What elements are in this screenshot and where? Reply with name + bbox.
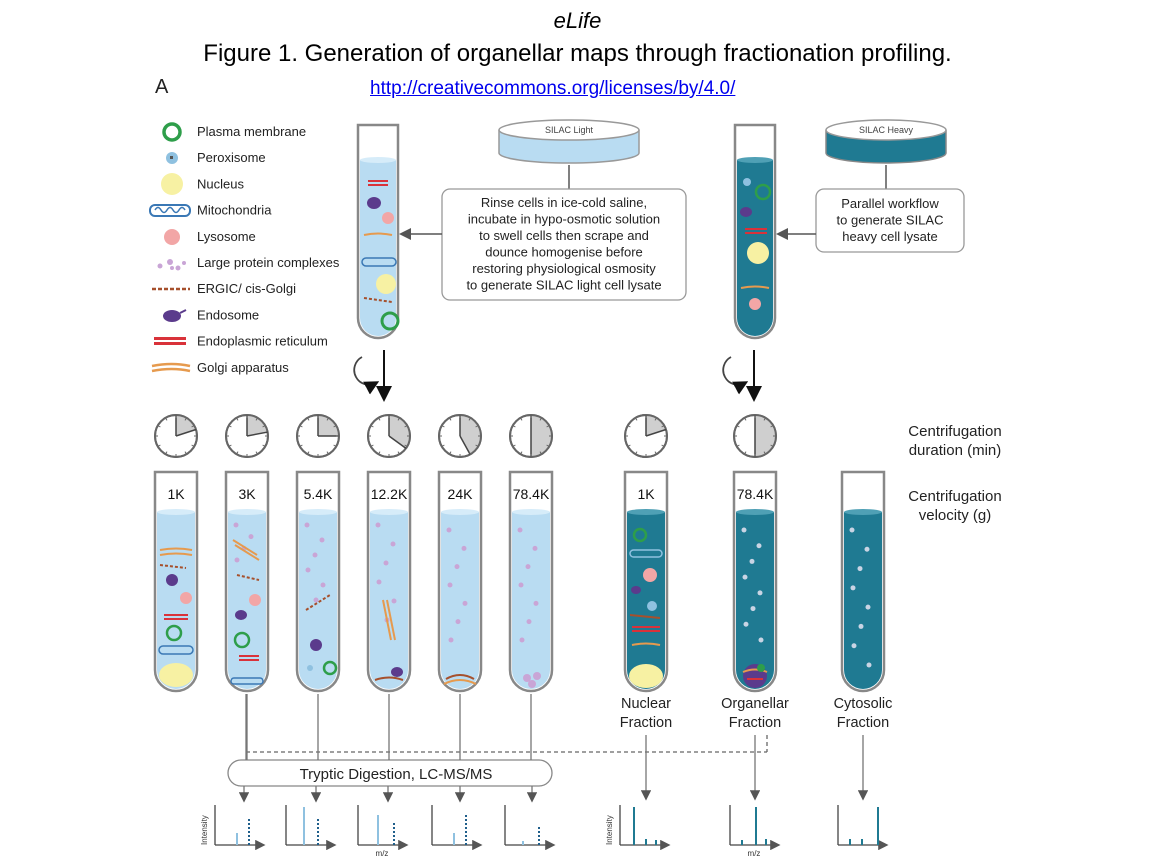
light-box-line: Rinse cells in ice-cold saline, xyxy=(481,195,647,210)
panel-label: A xyxy=(155,76,169,98)
legend-label-er: Endoplasmic reticulum xyxy=(197,334,328,349)
velocity-label: 78.4K xyxy=(737,486,774,502)
velocity-label-line: Centrifugation xyxy=(908,488,1001,505)
silac-heavy-label: SILAC Heavy xyxy=(859,125,914,135)
light-workflow-box: Rinse cells in ice-cold saline, incubate … xyxy=(441,188,687,301)
legend-label-golgi: Golgi apparatus xyxy=(197,360,289,375)
velocity-label: 12.2K xyxy=(371,486,408,502)
fraction-label: Cytosolic xyxy=(834,696,893,712)
silac-heavy-dish: SILAC Heavy xyxy=(825,119,947,164)
legend-label-lysosome: Lysosome xyxy=(197,229,256,244)
duration-label-line: Centrifugation xyxy=(908,423,1001,440)
fraction-tube: 12.2K xyxy=(366,470,412,693)
ms-spectrum xyxy=(504,805,556,851)
light-box-line: to swell cells then scrape and xyxy=(479,228,649,243)
fraction-tube: 78.4K xyxy=(508,470,554,693)
ms-spectrum xyxy=(431,805,483,851)
figure-title: Figure 1. Generation of organellar maps … xyxy=(203,40,952,67)
spectrum-y-label: Intensity xyxy=(605,815,614,845)
fraction-tube: 5.4K xyxy=(295,470,341,693)
timer-clock-icon xyxy=(367,414,411,458)
velocity-label: 24K xyxy=(448,486,474,502)
mitochondria-icon xyxy=(149,204,191,217)
legend-label-plasma-membrane: Plasma membrane xyxy=(197,124,306,139)
fraction-tube: 3K xyxy=(224,470,270,693)
velocity-label: Centrifugation velocity (g) xyxy=(908,488,1001,524)
velocity-label: 1K xyxy=(167,486,185,502)
heavy-box-line: heavy cell lysate xyxy=(842,229,937,244)
timer-clock-icon xyxy=(438,414,482,458)
timer-clock-icon xyxy=(225,414,269,458)
spectrum-x-label: m/z xyxy=(748,849,761,858)
silac-light-dish: SILAC Light xyxy=(498,119,640,164)
journal-name: eLife xyxy=(553,8,602,33)
ms-spectrum: m/z xyxy=(357,805,409,858)
plasma-membrane-icon xyxy=(162,122,182,142)
velocity-label: 3K xyxy=(238,486,256,502)
heavy-box-line: Parallel workflow xyxy=(841,196,939,211)
light-centrifuge-arrow xyxy=(353,350,392,402)
legend-label-endosome: Endosome xyxy=(197,307,259,322)
golgi-icon xyxy=(151,362,191,373)
heavy-box-line: to generate SILAC xyxy=(837,213,944,228)
license-link[interactable]: http://creativecommons.org/licenses/by/4… xyxy=(370,78,736,99)
protein-complex-icon xyxy=(157,259,186,271)
timer-clock-icon xyxy=(296,414,340,458)
spectrum-x-label: m/z xyxy=(376,849,389,858)
spectrum-y-label: Intensity xyxy=(200,815,209,845)
heavy-workflow-box: Parallel workflow to generate SILACheavy … xyxy=(815,188,965,253)
velocity-label: 5.4K xyxy=(304,486,333,502)
fraction-tube: 78.4K xyxy=(732,470,778,693)
fraction-tube xyxy=(840,470,886,693)
velocity-label: 1K xyxy=(637,486,655,502)
digestion-box: Tryptic Digestion, LC-MS/MS xyxy=(227,759,553,787)
light-box-line: incubate in hypo-osmotic solution xyxy=(468,212,660,227)
legend-label-nucleus: Nucleus xyxy=(197,176,244,191)
timer-clock-icon xyxy=(154,414,198,458)
light-box-line: dounce homogenise before xyxy=(485,245,643,260)
legend-label-protein-complex: Large protein complexes xyxy=(197,255,340,270)
duration-label-line: duration (min) xyxy=(909,442,1002,459)
fraction-label: Fraction xyxy=(837,715,889,731)
ms-spectrum: Intensity xyxy=(605,805,671,851)
fraction-tube: 1K xyxy=(153,470,199,693)
ms-spectrum: m/z xyxy=(729,805,781,858)
fraction-label: Organellar xyxy=(721,696,789,712)
velocity-label-line: velocity (g) xyxy=(919,507,992,524)
heavy-centrifuge-arrow xyxy=(722,350,762,402)
endosome-icon xyxy=(163,309,187,322)
fraction-tube: 24K xyxy=(437,470,483,693)
ms-spectrum xyxy=(837,805,889,851)
light-fraction-tubes: 1K 3K 5.4K 12.2K 24K 78.4K xyxy=(153,414,554,693)
fraction-tube: 1K xyxy=(623,470,669,693)
timer-clock-icon xyxy=(733,414,777,458)
digestion-label: Tryptic Digestion, LC-MS/MS xyxy=(300,766,493,783)
organelle-legend: Plasma membranePeroxisomeNucleusMitochon… xyxy=(149,122,340,375)
ms-spectra: Intensity m/z Intensity m/z xyxy=(200,805,889,858)
light-lysate-tube xyxy=(356,123,400,340)
fraction-label: Fraction xyxy=(729,715,781,731)
fraction-label: Fraction xyxy=(620,715,672,731)
er-icon xyxy=(154,337,186,345)
lysosome-icon xyxy=(164,229,180,245)
ms-spectrum: Intensity xyxy=(200,805,266,851)
light-box-line: restoring physiological osmosity xyxy=(472,261,656,276)
duration-label: Centrifugation duration (min) xyxy=(908,423,1001,459)
legend-label-ergic: ERGIC/ cis-Golgi xyxy=(197,281,296,296)
velocity-label: 78.4K xyxy=(513,486,550,502)
light-box-line: to generate SILAC light cell lysate xyxy=(466,278,661,293)
legend-label-peroxisome: Peroxisome xyxy=(197,150,266,165)
nucleus-icon xyxy=(161,173,183,195)
legend-label-mitochondria: Mitochondria xyxy=(197,203,272,218)
ms-spectrum xyxy=(285,805,337,851)
silac-light-label: SILAC Light xyxy=(545,125,594,135)
timer-clock-icon xyxy=(624,414,668,458)
fraction-label: Nuclear xyxy=(621,696,671,712)
timer-clock-icon xyxy=(509,414,553,458)
heavy-lysate-tube xyxy=(733,123,777,340)
peroxisome-icon xyxy=(166,152,178,164)
